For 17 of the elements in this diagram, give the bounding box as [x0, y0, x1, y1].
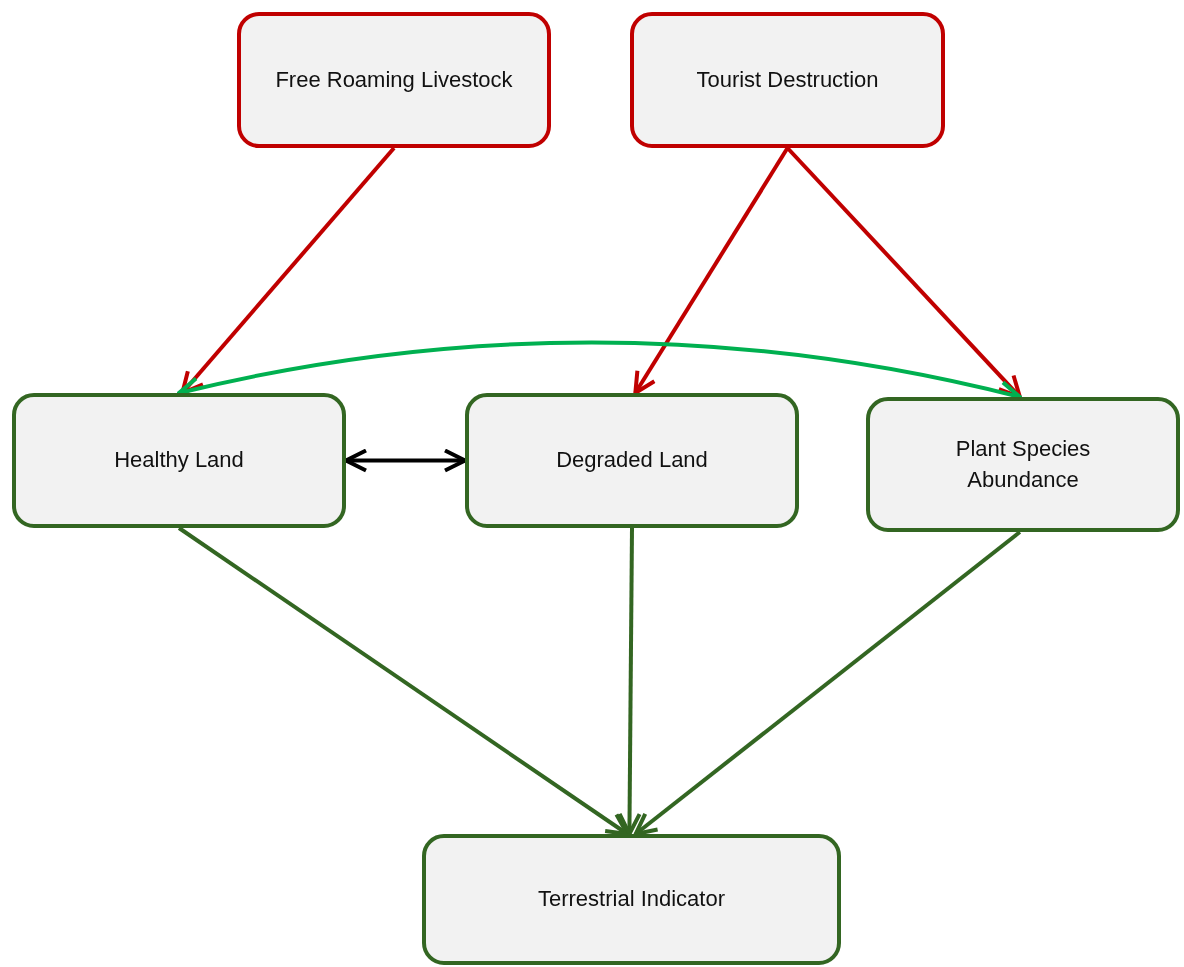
- arrow: [177, 526, 630, 836]
- node-label: Terrestrial Indicator: [537, 885, 726, 914]
- arrow: [617, 528, 642, 836]
- process-box: [237, 12, 551, 148]
- process-box: [422, 834, 841, 965]
- arrow: [633, 530, 1022, 836]
- arrow: [344, 448, 467, 473]
- process-box: [866, 397, 1180, 532]
- node-label: Plant Species Abundance: [954, 434, 1092, 494]
- process-box: [465, 393, 799, 528]
- node-label: Tourist Destruction: [696, 65, 879, 94]
- node-label: Healthy Land: [114, 446, 244, 475]
- node-label: Degraded Land: [556, 446, 708, 475]
- arrow: [633, 146, 790, 395]
- node-label: Free Roaming Livestock: [275, 65, 513, 94]
- process-box: [12, 393, 346, 528]
- process-box: [630, 12, 945, 148]
